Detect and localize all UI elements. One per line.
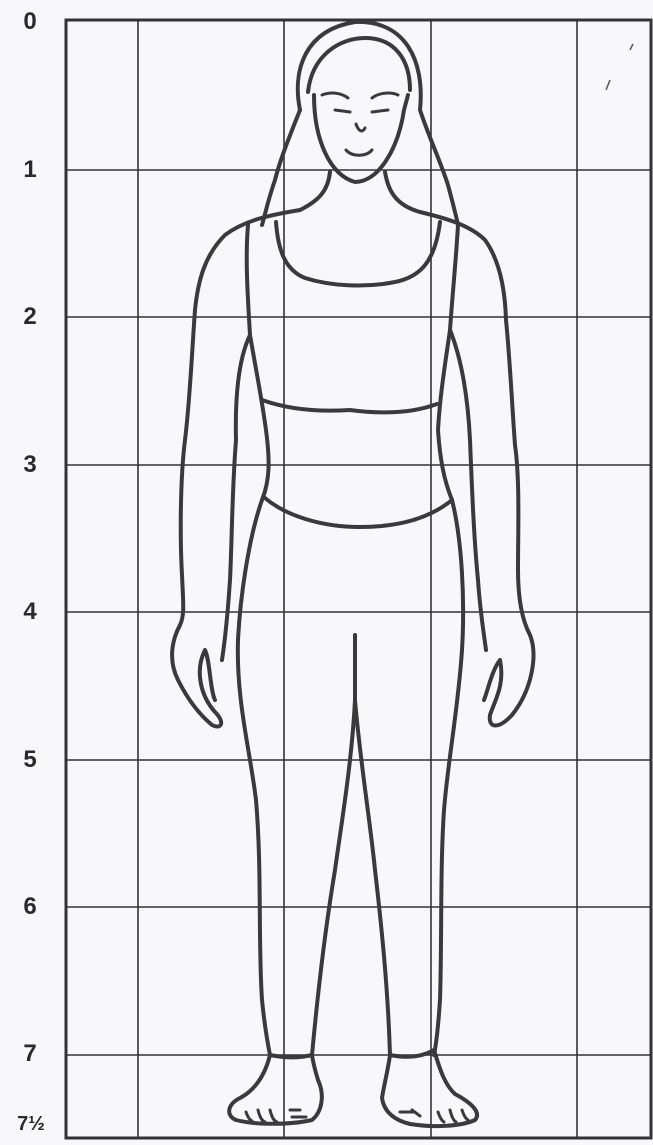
inner-leg-right — [355, 700, 390, 1055]
tank-neckline — [276, 222, 440, 285]
grid-vertical-lines — [138, 20, 577, 1138]
right-leg-outer — [434, 500, 463, 1055]
grid-frame — [66, 20, 651, 1138]
inner-leg-left — [312, 635, 355, 1055]
bust-line — [262, 400, 437, 412]
waistband — [265, 498, 452, 527]
neck — [300, 172, 330, 210]
left-foot — [229, 1055, 322, 1124]
grid-horizontal-lines — [66, 170, 651, 1055]
right-shoulder-arm — [420, 212, 533, 726]
print-marks — [606, 44, 633, 90]
standing-figure — [172, 22, 533, 1126]
face-outline — [314, 95, 408, 182]
left-leg-outer — [238, 500, 270, 1055]
